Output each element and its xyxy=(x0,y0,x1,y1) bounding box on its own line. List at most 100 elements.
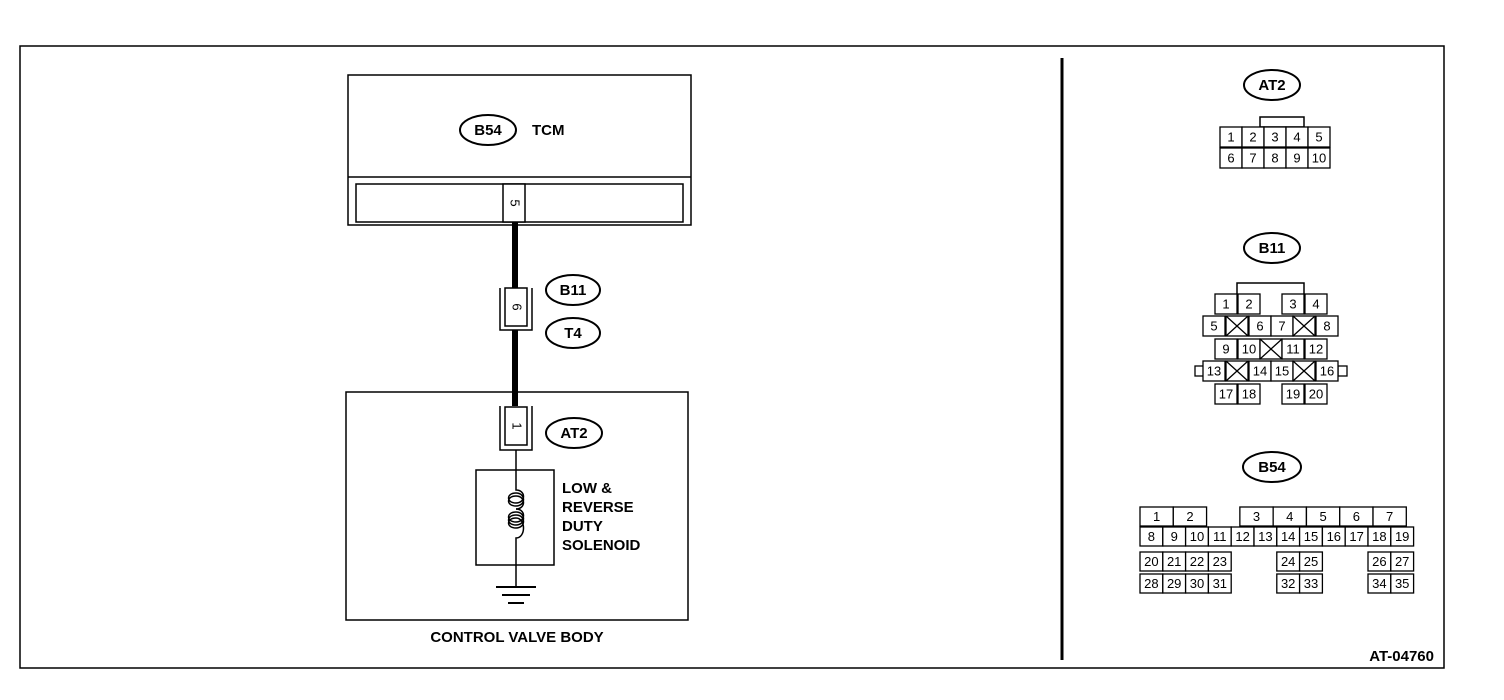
b11-pin-7: 7 xyxy=(1278,318,1285,333)
b54-pin-34: 34 xyxy=(1372,576,1386,591)
b54-pin-33: 33 xyxy=(1304,576,1318,591)
b11-pin-19-cell xyxy=(1281,383,1305,405)
b54-pin-33-cell xyxy=(1298,573,1324,594)
b54-pin-5: 5 xyxy=(1319,509,1326,524)
b54-pin-7: 7 xyxy=(1386,509,1393,524)
b54-pin-24: 24 xyxy=(1281,554,1295,569)
at2-pin-1: 1 xyxy=(1227,129,1234,144)
at2-pinout-ellipse xyxy=(1243,69,1301,101)
b11-pin-16: 16 xyxy=(1320,363,1334,378)
control-valve-body: 1 AT2 LOW & REVERSE DUTY SOLENOID xyxy=(345,391,689,621)
b54-pin-23-cell xyxy=(1207,551,1232,572)
b11-pin-12: 12 xyxy=(1309,341,1323,356)
tcm-pin-number: 5 xyxy=(508,199,523,206)
b11-pin-17-cell xyxy=(1214,383,1238,405)
b54-pin-35-cell xyxy=(1390,573,1415,594)
b54-pin-21: 21 xyxy=(1167,554,1181,569)
at2-pin-10: 10 xyxy=(1312,150,1326,165)
b54-pin-8: 8 xyxy=(1148,529,1155,544)
b54-pin-20: 20 xyxy=(1144,554,1158,569)
valve-body-box xyxy=(345,391,689,621)
b54-pinout-title: B54 xyxy=(1258,459,1286,476)
b11-pin-16-cell xyxy=(1315,360,1339,382)
at2-pin-4: 4 xyxy=(1293,129,1300,144)
b54-pin-25-cell xyxy=(1298,551,1324,572)
solenoid-box xyxy=(475,469,555,566)
at2-pin-8: 8 xyxy=(1271,150,1278,165)
solenoid-label-line-2: REVERSE xyxy=(562,499,634,516)
ground-icon xyxy=(496,586,536,604)
valve-pin-cell xyxy=(504,406,528,446)
b54-pin-19: 19 xyxy=(1395,529,1409,544)
at2-ellipse xyxy=(545,417,603,449)
b54-pin-23: 23 xyxy=(1213,554,1227,569)
b11-pin-8-cell xyxy=(1315,315,1339,337)
b54-pin-28: 28 xyxy=(1144,576,1158,591)
b54-pinout-ellipse xyxy=(1242,451,1302,483)
figure-code: AT-04760 xyxy=(1369,648,1434,665)
b54-pin-31: 31 xyxy=(1213,576,1227,591)
b54-pin-25: 25 xyxy=(1304,554,1318,569)
b54-pin-19-cell xyxy=(1390,526,1415,547)
b54-pin-11: 11 xyxy=(1213,529,1227,544)
at2-pin-2: 2 xyxy=(1249,129,1256,144)
tcm-label: TCM xyxy=(532,122,565,139)
b11-blocked-b-cross xyxy=(1292,315,1316,337)
b11-pin-15: 15 xyxy=(1275,363,1289,378)
b11-blocked-e-cross xyxy=(1292,360,1316,382)
t4-label: T4 xyxy=(564,325,582,342)
b11-pin-1-cell xyxy=(1214,293,1238,315)
b11-pinout-ellipse xyxy=(1243,232,1301,264)
b11-blocked-c-cross xyxy=(1259,338,1283,360)
tcm-connector-ellipse xyxy=(459,114,517,146)
solenoid-label-line-4: SOLENOID xyxy=(562,537,641,554)
b54-pin-35: 35 xyxy=(1395,576,1409,591)
at2-pin-7: 7 xyxy=(1249,150,1256,165)
b54-pin-17: 17 xyxy=(1349,529,1363,544)
b11-pin-5-cell xyxy=(1202,315,1226,337)
b11-pin-4: 4 xyxy=(1312,296,1319,311)
b54-pin-9: 9 xyxy=(1171,529,1178,544)
b54-pin-12: 12 xyxy=(1235,529,1249,544)
b54-pin-2: 2 xyxy=(1186,509,1193,524)
b11-pin-14: 14 xyxy=(1253,363,1267,378)
inline-connector-b11-t4: 6 B11 T4 xyxy=(499,274,601,349)
b54-pin-27: 27 xyxy=(1395,554,1409,569)
b11-ellipse xyxy=(545,274,601,306)
b54-pin-2-cell xyxy=(1172,506,1208,527)
inline-pin-number: 6 xyxy=(510,303,525,310)
b54-pin-18: 18 xyxy=(1372,529,1386,544)
valve-body-label: CONTROL VALVE BODY xyxy=(430,629,603,646)
b11-pinout-title: B11 xyxy=(1259,240,1286,257)
b54-pin-6: 6 xyxy=(1353,509,1360,524)
b11-pin-1: 1 xyxy=(1222,296,1229,311)
b11-pin-20: 20 xyxy=(1309,386,1323,401)
at2-latch xyxy=(1259,116,1305,128)
b54-pin-31-cell xyxy=(1207,573,1232,594)
b11-pin-8: 8 xyxy=(1323,318,1330,333)
tcm-unit: B54 TCM 5 xyxy=(347,74,692,226)
at2-wire-label: AT2 xyxy=(560,425,587,442)
at2-pin-6: 6 xyxy=(1227,150,1234,165)
b11-pin-12-cell xyxy=(1304,338,1328,360)
b54-pin-3: 3 xyxy=(1253,509,1260,524)
solenoid-coil-icon xyxy=(507,470,525,510)
b54-pin-26: 26 xyxy=(1372,554,1386,569)
b54-pin-29: 29 xyxy=(1167,576,1181,591)
solenoid-label-line-3: DUTY xyxy=(562,518,603,535)
b11-latch xyxy=(1236,282,1305,294)
b11-pin-11-cell xyxy=(1281,338,1305,360)
b11-pin-18: 18 xyxy=(1242,386,1256,401)
b11-pin-17: 17 xyxy=(1219,386,1233,401)
at2-pin-3: 3 xyxy=(1271,129,1278,144)
at2-pinout-title: AT2 xyxy=(1258,77,1285,94)
tcm-connector-label: B54 xyxy=(474,122,502,139)
b54-pin-27-cell xyxy=(1390,551,1415,572)
valve-pin-number: 1 xyxy=(510,422,525,429)
b11-pin-9: 9 xyxy=(1222,341,1229,356)
